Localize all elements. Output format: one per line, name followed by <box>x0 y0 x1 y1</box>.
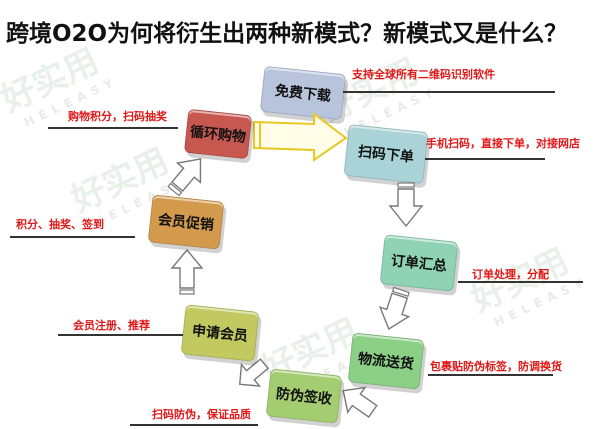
step-antifake: 防伪签收 <box>265 368 343 424</box>
arrow-down-icon <box>378 286 411 331</box>
step-label: 物流送货 <box>357 351 415 373</box>
underline <box>425 158 545 160</box>
step-note: 扫码防伪，保证品质 <box>152 408 251 421</box>
step-summary: 订单汇总 <box>379 234 459 292</box>
step-note: 手机扫码，直接下单，对接网店 <box>426 137 580 150</box>
step-note: 订单处理，分配 <box>472 268 549 281</box>
underline <box>48 127 178 129</box>
page-title: 跨境O2O为何将衍生出两种新模式？新模式又是什么？ <box>6 21 568 47</box>
step-scan: 扫码下单 <box>343 123 429 185</box>
step-label: 扫码下单 <box>357 144 415 166</box>
step-note: 积分、抽奖、签到 <box>16 218 104 231</box>
step-cycle: 循环购物 <box>183 108 253 160</box>
step-note: 支持全球所有二维码识别软件 <box>352 68 495 81</box>
step-promo: 会员促销 <box>147 194 225 250</box>
underline <box>10 236 135 238</box>
underline <box>428 374 553 376</box>
step-label: 防伪签收 <box>275 386 333 408</box>
arrow-left-icon <box>342 386 378 419</box>
underline <box>58 334 183 336</box>
step-apply: 申请会员 <box>180 304 260 362</box>
step-label: 订单汇总 <box>390 253 448 275</box>
step-note: 包裹贴防伪标签，防调换货 <box>430 360 562 373</box>
arrow-right-icon <box>253 112 348 162</box>
arrow-up-left-icon <box>238 358 270 387</box>
arrow-up-icon <box>170 248 204 295</box>
step-label: 申请会员 <box>191 323 249 345</box>
step-note: 购物积分，扫码抽奖 <box>68 110 167 123</box>
underline <box>130 424 258 426</box>
underline <box>343 91 555 93</box>
underline <box>458 281 583 283</box>
step-label: 会员促销 <box>157 212 215 234</box>
step-label: 循环购物 <box>189 124 247 146</box>
step-note: 会员注册、推荐 <box>73 319 150 332</box>
step-label: 免费下载 <box>274 83 332 105</box>
arrow-down-icon <box>388 182 424 228</box>
arrow-up-right-icon <box>167 158 202 197</box>
